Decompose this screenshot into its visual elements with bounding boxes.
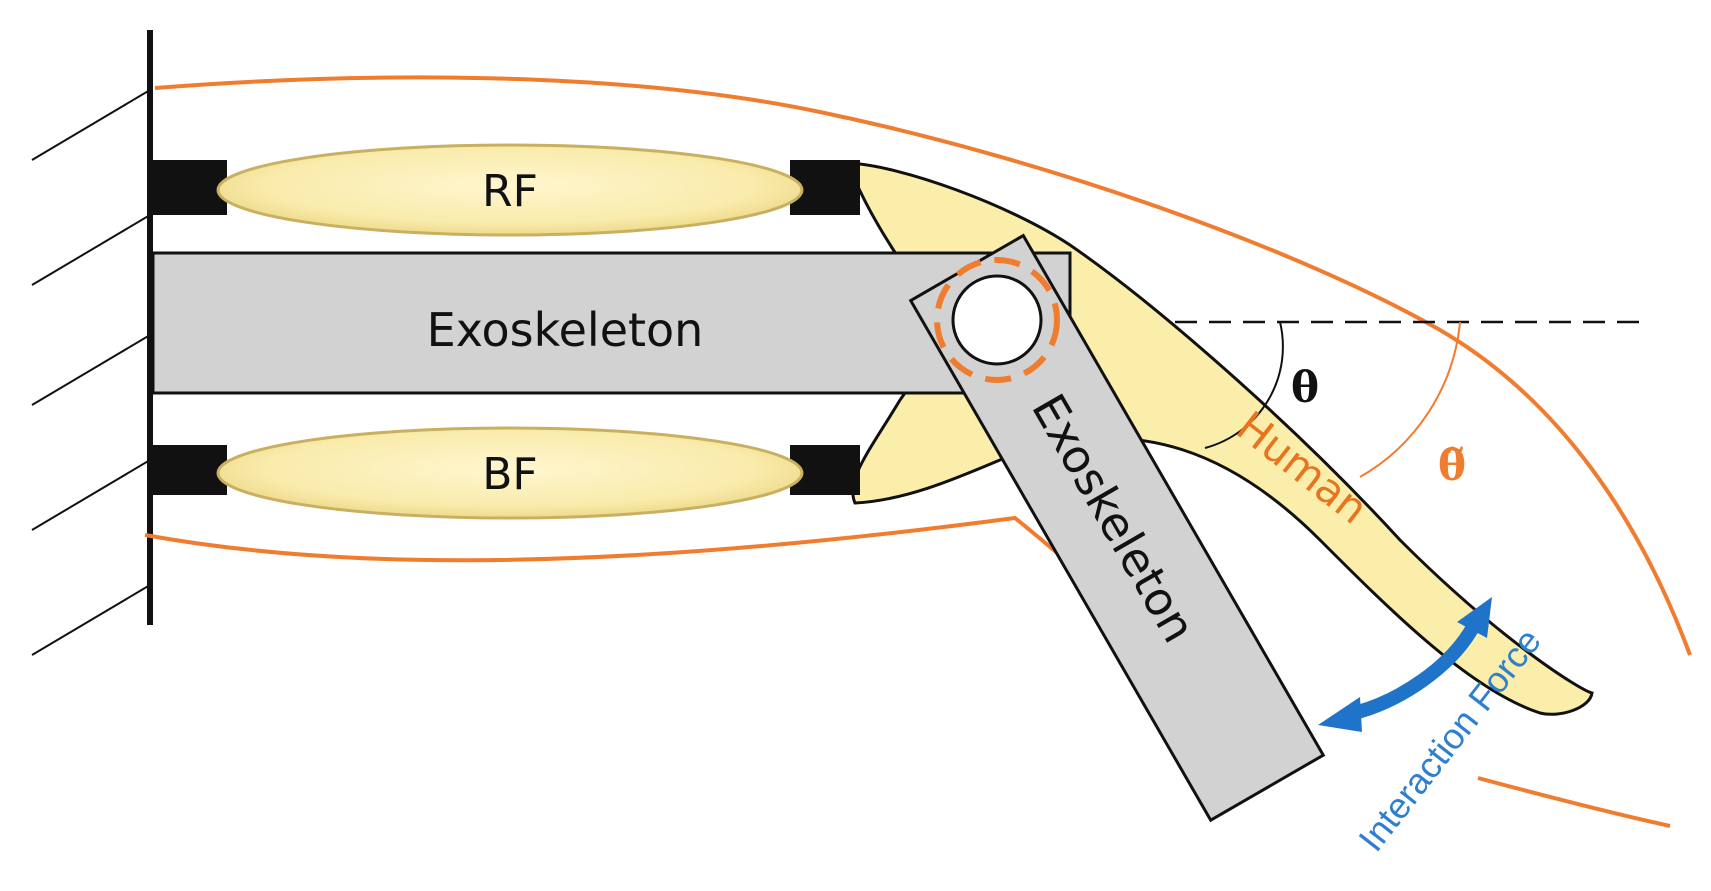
bf-label: BF bbox=[482, 449, 538, 500]
leg-outline-upper bbox=[154, 75, 1692, 656]
exoskeleton-thigh-bar: Exoskeleton bbox=[151, 251, 1072, 395]
double-curved-arrow-icon bbox=[1318, 597, 1492, 732]
theta-tilde-label: θ̃ bbox=[1438, 441, 1466, 490]
leg-outline-lower-shank bbox=[1477, 776, 1671, 828]
theta-label: θ bbox=[1291, 363, 1319, 412]
muscle-rf: RF bbox=[216, 143, 804, 237]
joint-circle-icon bbox=[934, 257, 1060, 383]
muscle-bf: BF bbox=[216, 426, 804, 520]
theta-arc bbox=[1204, 321, 1284, 449]
leg-outline-lower bbox=[144, 515, 1171, 642]
rf-label: RF bbox=[482, 166, 538, 217]
exoskeleton-thigh-label: Exoskeleton bbox=[427, 303, 704, 357]
theta-tilde-arc bbox=[1359, 321, 1461, 478]
fixed-wall bbox=[31, 30, 153, 656]
